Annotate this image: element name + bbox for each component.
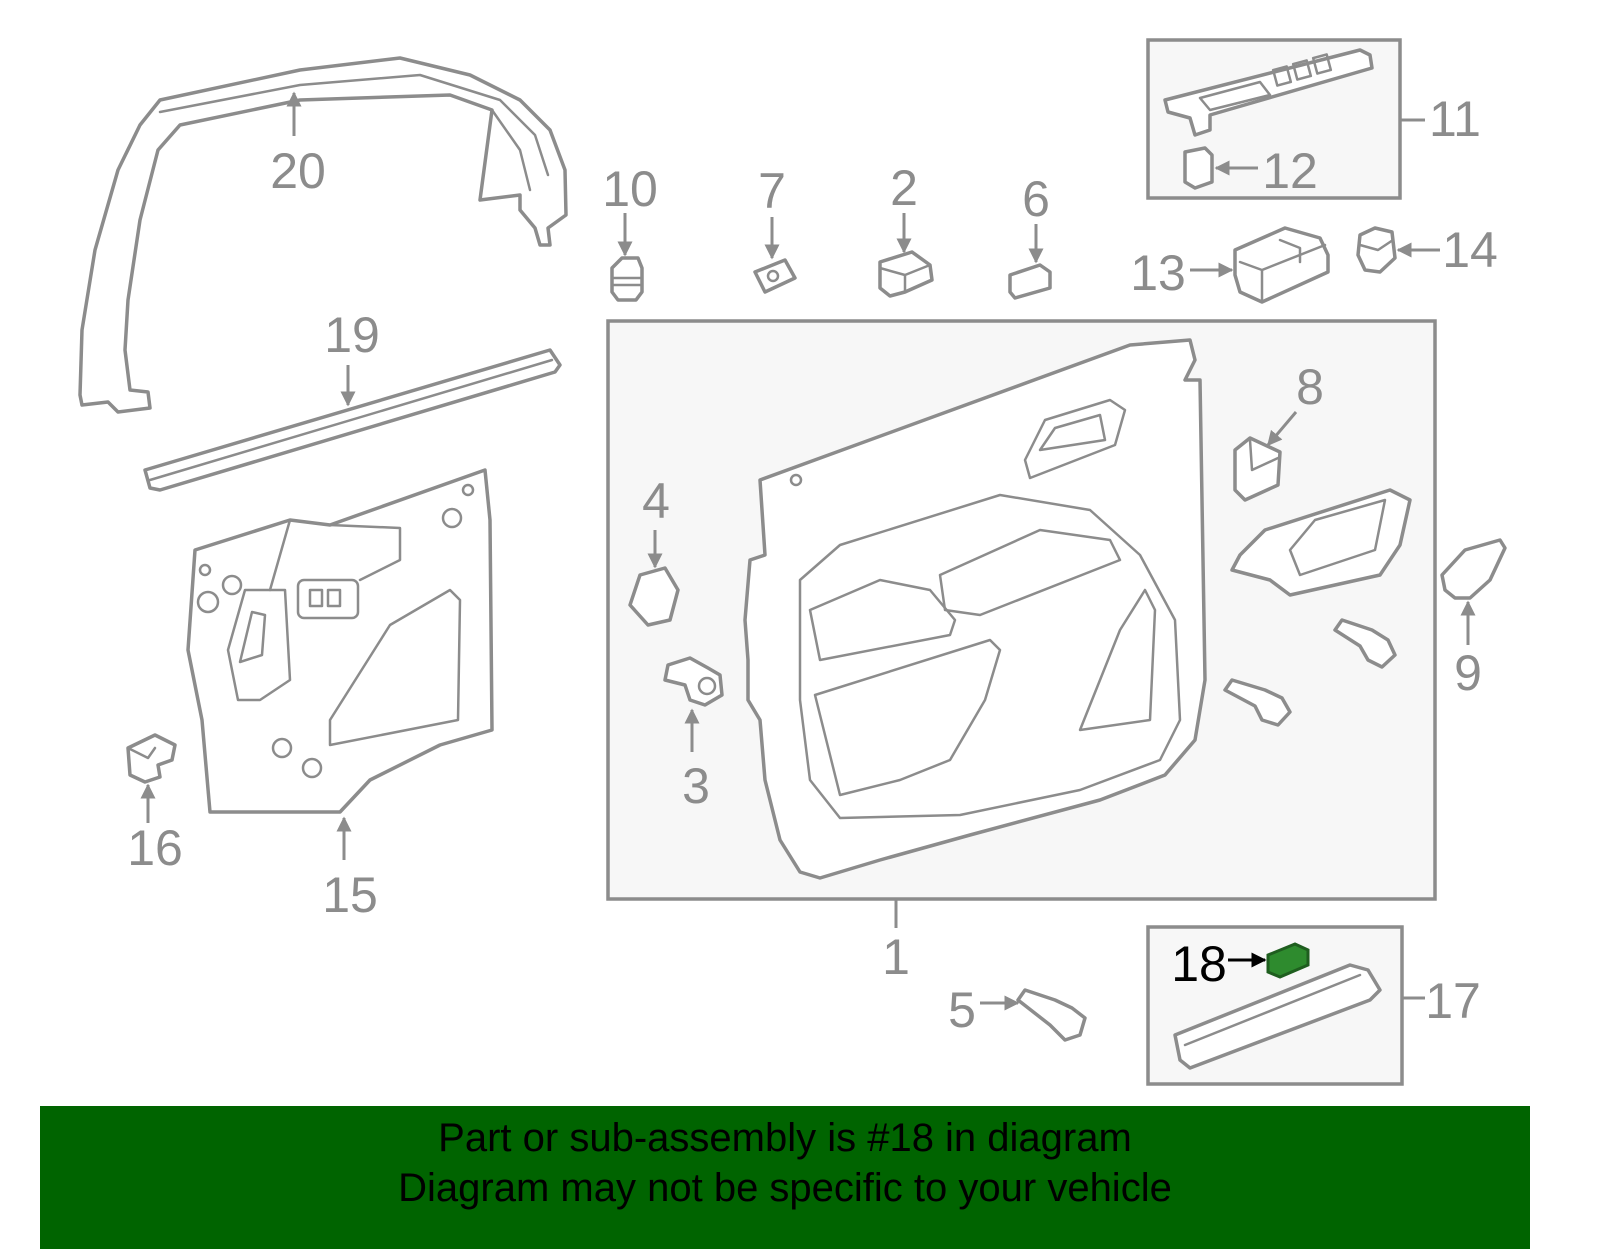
part-20-frame-molding bbox=[78, 56, 568, 414]
callout-1: 1 bbox=[882, 929, 910, 985]
info-banner-line-1: Part or sub-assembly is #18 in diagram bbox=[438, 1116, 1132, 1160]
info-banner: Part or sub-assembly is #18 in diagram D… bbox=[40, 1106, 1530, 1249]
leader-8 bbox=[1266, 411, 1298, 447]
part-14-switch bbox=[1356, 226, 1397, 274]
info-banner-line-2: Diagram may not be specific to your vehi… bbox=[398, 1166, 1172, 1210]
part-9-cover bbox=[1440, 538, 1507, 600]
part-8-clip bbox=[1233, 436, 1282, 502]
callout-4: 4 bbox=[642, 473, 670, 529]
callout-8: 8 bbox=[1296, 359, 1324, 415]
callout-17: 17 bbox=[1425, 973, 1481, 1029]
callout-2: 2 bbox=[890, 160, 918, 216]
part-4-plug bbox=[628, 566, 680, 627]
callout-16: 16 bbox=[127, 820, 183, 876]
callout-18: 18 bbox=[1171, 936, 1227, 992]
part-10-cap bbox=[610, 256, 644, 302]
part-12-clip bbox=[1183, 146, 1214, 190]
part-11-switch-bezel bbox=[1163, 48, 1374, 137]
callout-6: 6 bbox=[1022, 171, 1050, 227]
part-18-highlighted bbox=[1266, 942, 1310, 979]
part-15-water-deflector bbox=[186, 468, 494, 814]
callout-9: 9 bbox=[1454, 645, 1482, 701]
callout-14: 14 bbox=[1442, 222, 1498, 278]
screw-b bbox=[1333, 618, 1397, 669]
part-6-pad bbox=[1008, 263, 1052, 300]
part-5-screw bbox=[1016, 988, 1087, 1042]
callout-5: 5 bbox=[948, 982, 976, 1038]
door-handle bbox=[1230, 488, 1412, 597]
part-16-clip bbox=[126, 733, 177, 784]
callout-3: 3 bbox=[682, 758, 710, 814]
callout-19: 19 bbox=[324, 307, 380, 363]
callout-13: 13 bbox=[1130, 245, 1186, 301]
callout-10: 10 bbox=[602, 161, 658, 217]
callout-11: 11 bbox=[1429, 91, 1481, 147]
part-17-trim-strip bbox=[1173, 963, 1382, 1070]
callout-12: 12 bbox=[1262, 143, 1318, 199]
callout-15: 15 bbox=[322, 867, 378, 923]
part-7-retainer bbox=[753, 258, 797, 294]
part-19-sealing-strip bbox=[143, 348, 562, 492]
part-2-bracket bbox=[878, 250, 934, 298]
callout-20: 20 bbox=[270, 143, 326, 199]
part-3-fastener bbox=[663, 656, 724, 707]
callout-7: 7 bbox=[758, 163, 786, 219]
door-trim-panel bbox=[743, 338, 1207, 880]
part-13-switch bbox=[1233, 226, 1330, 304]
screw-a bbox=[1223, 678, 1292, 727]
